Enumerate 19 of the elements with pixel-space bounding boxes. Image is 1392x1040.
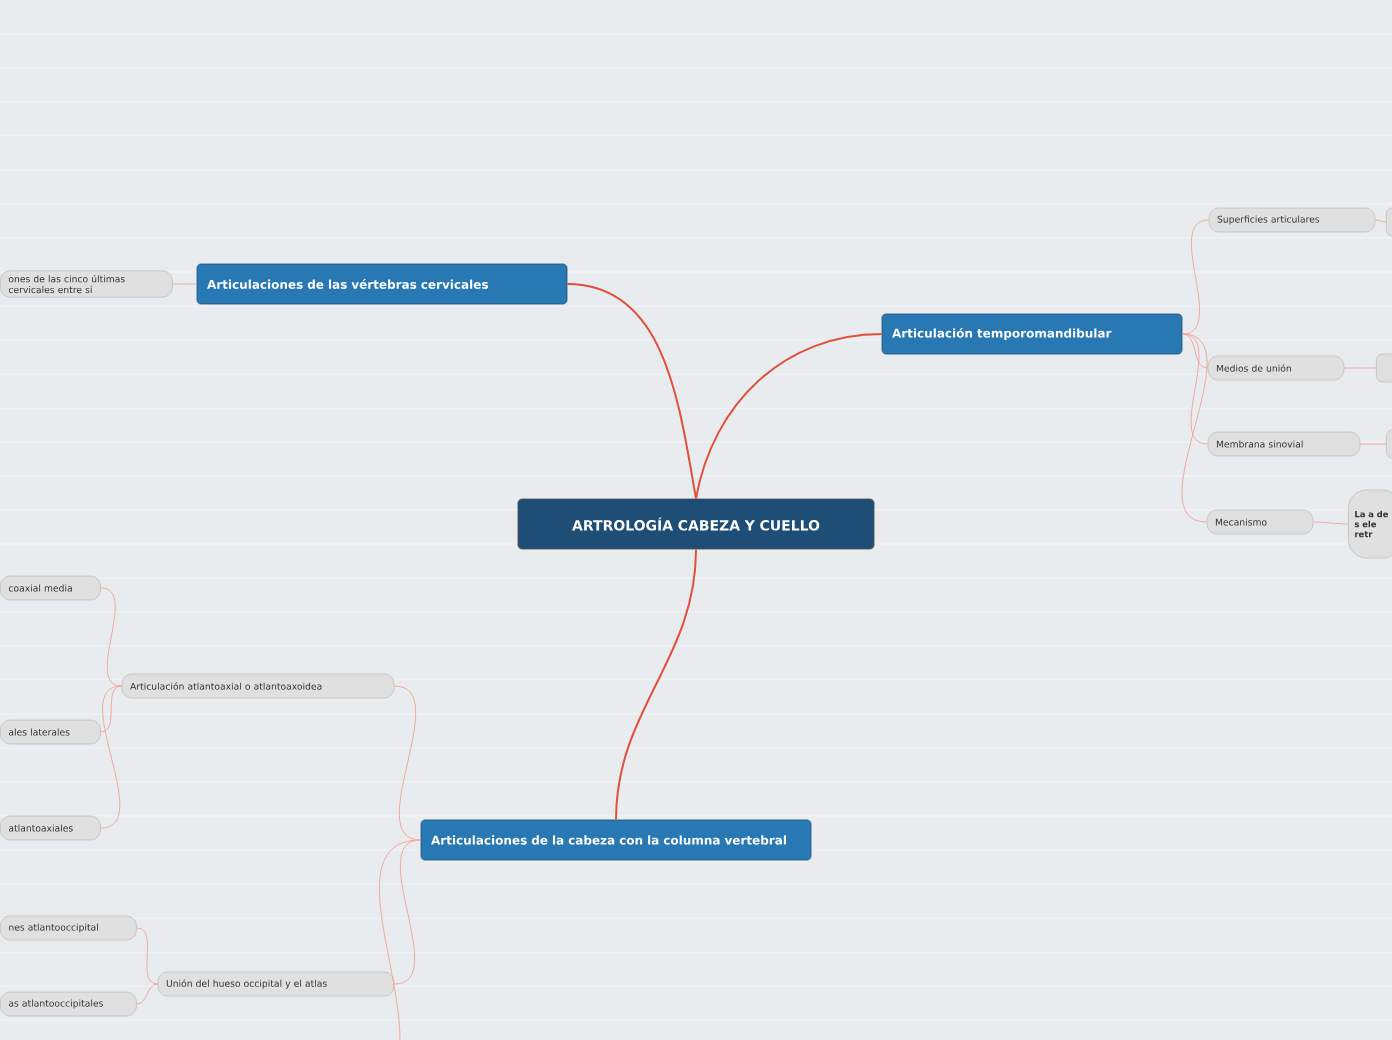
connector-line xyxy=(1181,333,1208,523)
connector-line xyxy=(615,548,697,821)
connector-line xyxy=(695,333,883,500)
connector-line xyxy=(100,587,123,687)
connector-line xyxy=(1312,521,1349,525)
connector-line xyxy=(1181,219,1210,335)
connector-line xyxy=(100,685,123,733)
connector-line xyxy=(136,983,159,1005)
connector-line xyxy=(566,283,697,500)
cut-off-box xyxy=(1376,353,1392,383)
connector-line xyxy=(172,283,198,285)
connector-line xyxy=(1374,219,1387,223)
connector-line xyxy=(1359,443,1387,445)
connector-line xyxy=(100,685,123,829)
connector-line xyxy=(1343,367,1377,369)
connector-line xyxy=(393,685,422,841)
connector-line xyxy=(1181,333,1209,369)
connector-line xyxy=(136,927,159,985)
connector-line xyxy=(378,839,422,1040)
